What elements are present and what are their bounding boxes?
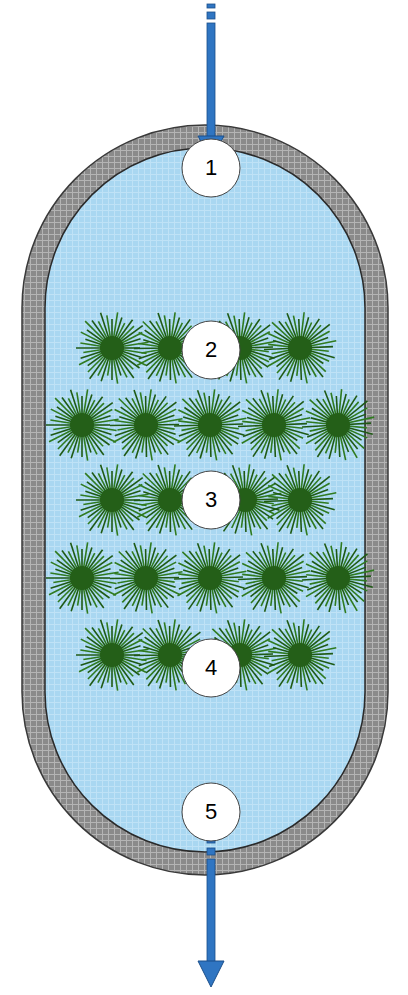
plant [264,464,336,535]
plant [302,389,374,460]
plant [302,542,374,613]
callout-circle: 5 [181,782,241,842]
plant [238,542,310,613]
plant [174,389,246,460]
plant-rows [46,312,374,690]
plant [46,542,119,613]
inflow-arrow [198,4,224,160]
plant [174,542,246,613]
callout-number: 4 [205,657,217,679]
plant [264,312,336,383]
callout-circle: 4 [181,638,241,698]
plant [110,542,182,613]
plant [238,389,310,460]
callout-number: 2 [205,339,217,361]
plant [46,389,119,460]
vessel-wall [22,125,388,875]
plant [264,619,336,690]
callout-number: 5 [205,801,217,823]
callout-circle: 2 [181,320,241,380]
outflow-arrow [198,838,224,987]
callout-circle: 1 [181,138,241,198]
callout-number: 1 [205,157,217,179]
callout-circle: 3 [181,470,241,530]
vessel-water [45,148,365,852]
plant [110,389,182,460]
callout-number: 3 [205,489,217,511]
